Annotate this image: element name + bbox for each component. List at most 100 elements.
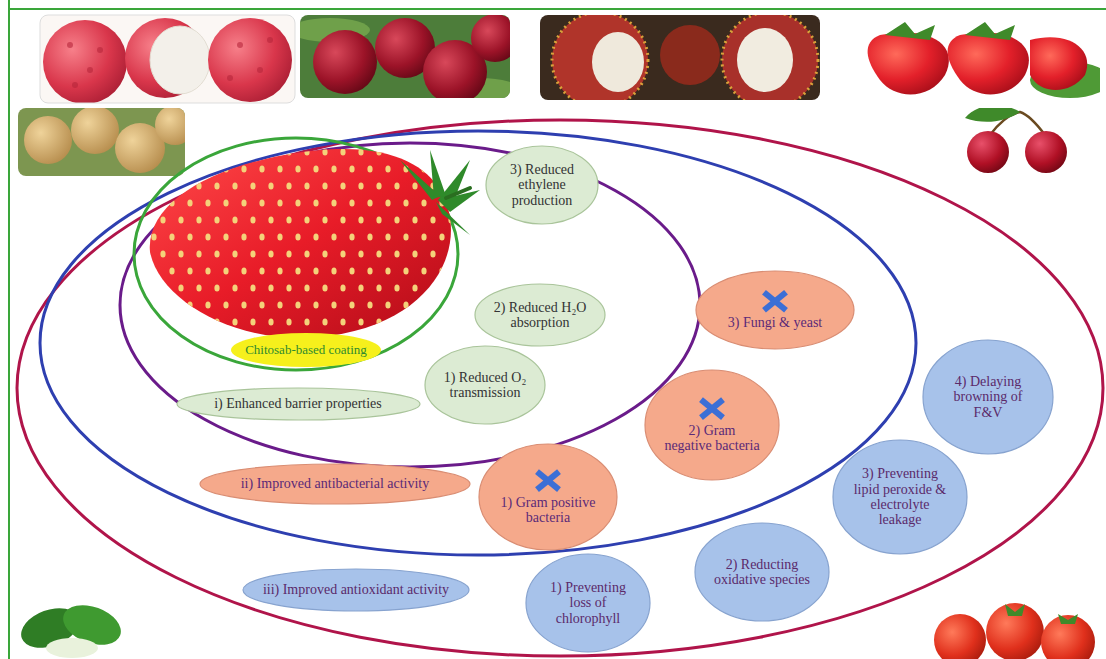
cherry-photo <box>930 108 1090 176</box>
strawberry-seed <box>178 318 183 325</box>
strawberry-seed <box>466 148 471 155</box>
strawberry-seed <box>349 301 354 308</box>
text-wrap: iii) Improved antioxidant activity <box>263 582 449 597</box>
strawberry-seed <box>304 148 309 155</box>
strawberry-seed <box>178 250 183 257</box>
strawberry-seed <box>412 284 417 291</box>
strawberry-seed <box>295 165 300 172</box>
strawberry-seed <box>250 284 255 291</box>
strawberry-seed <box>295 199 300 206</box>
node-text: 3) Fungi & yeast <box>728 315 823 330</box>
strawberry-illustration <box>142 148 480 342</box>
strawberry-seed <box>439 233 444 240</box>
strawberry-seed <box>286 182 291 189</box>
strawberry-seed <box>313 199 318 206</box>
strawberry-seed <box>385 233 390 240</box>
strawberry-seed <box>403 233 408 240</box>
strawberry-seed <box>250 216 255 223</box>
strawberry-seed <box>421 199 426 206</box>
text-wrap: Chitosab-based coating <box>245 343 367 357</box>
strawberry-seed <box>322 182 327 189</box>
strawberry-seed <box>358 284 363 291</box>
strawberry-seed <box>376 148 381 155</box>
strawberry-seed <box>466 250 471 257</box>
strawberry-seed <box>160 318 165 325</box>
strawberry-seed <box>367 267 372 274</box>
antibacterial-ellipse: 3) Fungi & yeast <box>695 270 855 350</box>
node-text: 1) Preventing loss of chlorophyll <box>542 580 635 626</box>
strawberry-seed <box>322 318 327 325</box>
node-text: i) Enhanced barrier properties <box>214 396 382 411</box>
strawberry-seed <box>286 216 291 223</box>
strawberry-seed <box>142 284 147 291</box>
strawberry-seed <box>304 182 309 189</box>
text-wrap: 2) Reducting oxidative species <box>712 557 812 588</box>
strawberry-seed <box>232 182 237 189</box>
strawberry-seed <box>268 250 273 257</box>
strawberry-seed <box>250 148 255 155</box>
strawberry-seed <box>205 301 210 308</box>
strawberry-seed <box>295 267 300 274</box>
strawberry-seed <box>223 267 228 274</box>
strawberry-seed <box>322 216 327 223</box>
strawberry-seed <box>421 301 426 308</box>
ellipse-fill <box>479 444 617 550</box>
strawberry-seed <box>367 301 372 308</box>
strawberry-seed <box>268 216 273 223</box>
strawberry-seed <box>313 233 318 240</box>
strawberry-seed <box>304 284 309 291</box>
strawberry-seed <box>340 182 345 189</box>
barrier-ellipse: 1) Reduced O₂ transmission <box>424 345 546 425</box>
strawberry-seed <box>421 267 426 274</box>
text-wrap: 3) Reduced ethylene production <box>501 162 583 208</box>
strawberry-seed <box>331 165 336 172</box>
strawberry-seed <box>349 199 354 206</box>
strawberry-seed <box>232 216 237 223</box>
strawberry-seed <box>142 216 147 223</box>
strawberry-seed <box>196 182 201 189</box>
strawberry-seed <box>466 284 471 291</box>
strawberry-seed <box>223 199 228 206</box>
strawberry-seed <box>313 267 318 274</box>
ellipse-fill <box>425 346 545 424</box>
strawberry-seed <box>421 335 426 342</box>
strawberry-seed <box>277 199 282 206</box>
ellipse-fill <box>231 333 381 367</box>
strawberry-seed <box>178 216 183 223</box>
ellipse-fill <box>177 388 420 420</box>
strawberry-seed <box>214 216 219 223</box>
strawberry-seed <box>214 250 219 257</box>
strawberry-seed <box>340 148 345 155</box>
strawberry-seed <box>169 267 174 274</box>
strawberry-seed <box>232 250 237 257</box>
strawberry-seed <box>322 250 327 257</box>
strawberry-seed <box>187 233 192 240</box>
strawberry-seed <box>169 301 174 308</box>
ellipse-fill <box>200 464 470 504</box>
strawberry-seed <box>268 284 273 291</box>
strawberry-seed <box>187 199 192 206</box>
cross-stroke <box>701 400 723 418</box>
strawberry-seed <box>178 182 183 189</box>
strawberry-seed <box>160 284 165 291</box>
strawberry-seed <box>196 216 201 223</box>
strawberry-seed <box>421 233 426 240</box>
strawberry-seed <box>196 250 201 257</box>
strawberry-seed <box>286 148 291 155</box>
strawberry-seed <box>439 267 444 274</box>
strawberry-seed <box>142 148 147 155</box>
text-wrap: 2) Gram negative bacteria <box>664 423 761 454</box>
node-text: 3) Reduced ethylene production <box>501 162 583 208</box>
strawberry-seed <box>295 301 300 308</box>
strawberry-seed <box>385 267 390 274</box>
strawberry-seed <box>286 318 291 325</box>
strawberry-seed <box>430 318 435 325</box>
strawberry-seed <box>376 284 381 291</box>
strawberry-seed <box>250 250 255 257</box>
strawberry-seed <box>169 335 174 342</box>
strawberry-seed <box>196 148 201 155</box>
antibacterial-ellipse: ii) Improved antibacterial activity <box>199 463 471 505</box>
node-text: 2) Gram negative bacteria <box>664 423 761 454</box>
strawberry-seed <box>259 267 264 274</box>
strawberry-seed <box>385 301 390 308</box>
